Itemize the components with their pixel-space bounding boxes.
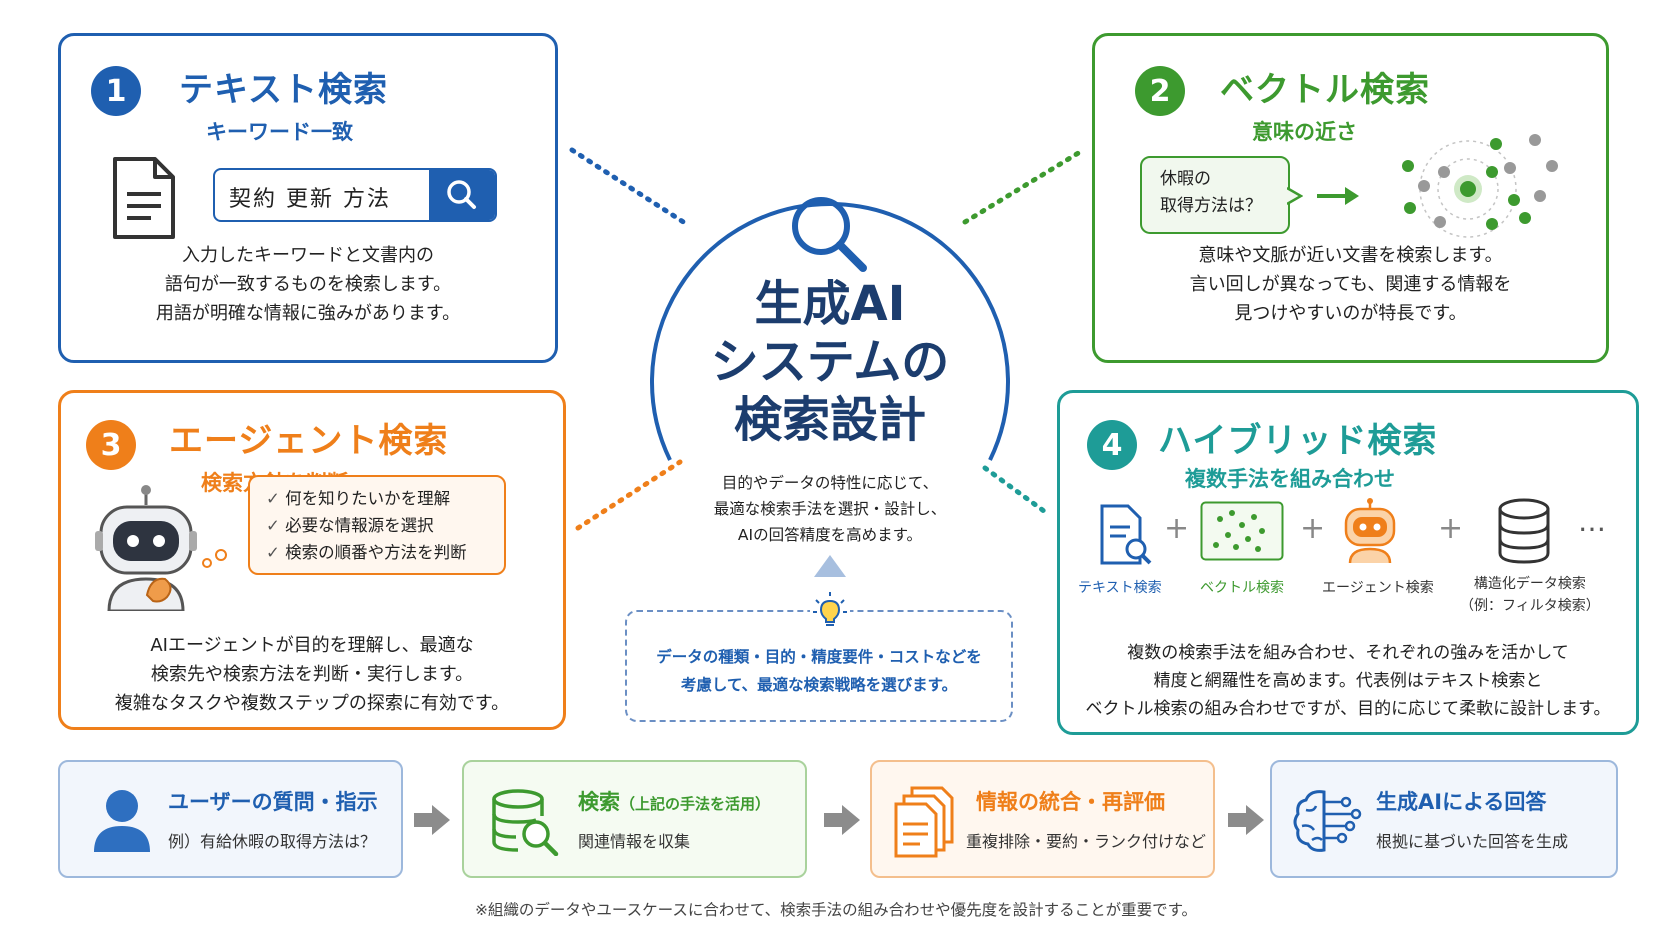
desc-line: 複数の検索手法を組み合わせ、それぞれの強みを活かして	[1127, 643, 1569, 663]
flow-step-title-main: 検索	[578, 790, 620, 814]
desc-line: 語句が一致するものを検索します。	[164, 274, 452, 295]
flow-step-search: 検索（上記の手法を活用） 関連情報を収集	[462, 760, 807, 878]
documents-stack-icon	[894, 786, 954, 858]
hybrid-item-line: 構造化データ検索	[1473, 576, 1586, 592]
flow-step-integrate: 情報の統合・再評価 重複排除・要約・ランク付けなど	[870, 760, 1215, 878]
arrow-right-icon	[1317, 187, 1359, 205]
document-icon	[113, 157, 175, 239]
text-search-doc-icon	[1100, 504, 1152, 565]
card-subtitle: 意味の近さ	[1252, 120, 1357, 144]
vector-cluster-icon	[1402, 134, 1558, 238]
query-line: 休暇の	[1160, 169, 1211, 189]
card-description: 入力したキーワードと文書内の 語句が一致するものを検索します。 用語が明確な情報…	[61, 241, 555, 328]
card-subtitle: キーワード一致	[206, 120, 353, 144]
database-icon	[1498, 498, 1550, 564]
flow-step-desc: 関連情報を収集	[578, 832, 691, 851]
desc-line: 用語が明確な情報に強みがあります。	[155, 303, 461, 324]
flow-step-title: 生成AIによる回答	[1376, 790, 1547, 814]
triangle-up-icon	[814, 555, 846, 577]
hybrid-item-vector: ベクトル検索	[1200, 580, 1284, 596]
card-description: AIエージェントが目的を理解し、最適な 検索先や検索方法を判断・実行します。 複…	[61, 631, 563, 718]
center-desc-line: 最適な検索手法を選択・設計し、	[713, 500, 947, 518]
tip-line: データの種類・目的・精度要件・コストなどを	[656, 648, 982, 666]
desc-line: 意味や文脈が近い文書を検索します。	[1198, 245, 1503, 266]
flow-arrow-icon	[1228, 805, 1264, 835]
hybrid-search-card: 4 ハイブリッド検索 複数手法を組み合わせ テキスト検索 + ベクトル検索 + …	[1057, 390, 1639, 735]
desc-line: ベクトル検索の組み合わせですが、目的に応じて柔軟に設計します。	[1085, 699, 1611, 719]
keyword-search-box[interactable]: 契約 更新 方法	[213, 168, 497, 222]
desc-line: 検索先や検索方法を判断・実行します。	[150, 664, 474, 685]
search-icon	[447, 180, 476, 209]
center-title-line: システムの	[710, 334, 950, 390]
text-search-card: 1 テキスト検索 キーワード一致 契約 更新 方法 入力したキーワードと文書内の…	[58, 33, 558, 363]
lightbulb-icon	[810, 590, 850, 630]
card-title: ハイブリッド検索	[1158, 421, 1438, 461]
thought-dots	[202, 549, 227, 568]
query-bubble: 休暇の 取得方法は？	[1140, 156, 1290, 234]
search-button[interactable]	[429, 170, 495, 220]
desc-line: AIエージェントが目的を理解し、最適な	[150, 635, 474, 656]
flow-step-desc: 根拠に基づいた回答を生成	[1376, 832, 1569, 851]
search-input-value: 契約 更新 方法	[229, 187, 391, 212]
center-desc-line: AIの回答精度を高めます。	[737, 526, 923, 544]
ai-brain-icon	[1293, 790, 1362, 852]
flow-step-title: 検索（上記の手法を活用）	[578, 786, 770, 816]
desc-line: 複雑なタスクや複数ステップの探索に有効です。	[114, 693, 510, 714]
flow-step-title-note: （上記の手法を活用）	[620, 795, 771, 813]
footnote: ※組織のデータやユースケースに合わせて、検索手法の組み合わせや優先度を設計するこ…	[474, 901, 1198, 919]
checklist-bubble: ✓ 何を知りたいかを理解 ✓ 必要な情報源を選択 ✓ 検索の順番や方法を判断	[248, 475, 506, 575]
card-number: 4	[1087, 420, 1137, 470]
checklist-item: ✓ 検索の順番や方法を判断	[266, 543, 467, 562]
flow-step-title: 情報の統合・再評価	[976, 790, 1165, 814]
card-title: テキスト検索	[179, 70, 388, 110]
desc-line: 言い回しが異なっても、関連する情報を	[1189, 274, 1512, 295]
card-description: 意味や文脈が近い文書を検索します。 言い回しが異なっても、関連する情報を 見つけ…	[1095, 241, 1606, 328]
flow-step-answer: 生成AIによる回答 根拠に基づいた回答を生成	[1270, 760, 1618, 878]
hybrid-item-text: テキスト検索	[1078, 580, 1162, 596]
hybrid-item-structured: 構造化データ検索 （例：フィルタ検索）	[1460, 573, 1600, 617]
desc-line: 見つけやすいのが特長です。	[1234, 303, 1467, 324]
hybrid-item-line: （例：フィルタ検索）	[1460, 598, 1600, 614]
plus-icon: +	[1164, 511, 1190, 546]
flow-step-question: ユーザーの質問・指示 例）有給休暇の取得方法は？	[58, 760, 403, 878]
card-number: 2	[1135, 66, 1185, 116]
tip-text: データの種類・目的・精度要件・コストなどを 考慮して、最適な検索戦略を選びます。	[625, 643, 1013, 699]
desc-line: 入力したキーワードと文書内の	[182, 245, 434, 266]
ellipsis-icon: …	[1578, 505, 1606, 538]
card-number: 1	[91, 66, 141, 116]
flow-step-desc: 重複排除・要約・ランク付けなど	[966, 832, 1207, 851]
flow-step-desc: 例）有給休暇の取得方法は？	[168, 832, 377, 851]
database-search-icon	[492, 789, 559, 856]
center-title: 生成AI システムの 検索設計	[660, 275, 1000, 449]
checklist-item: ✓ 何を知りたいかを理解	[266, 489, 451, 508]
flow-step-title: ユーザーの質問・指示	[168, 790, 378, 814]
flow-arrow-icon	[414, 805, 450, 835]
magnifier-icon	[792, 197, 867, 272]
robot-icon	[95, 485, 197, 611]
tip-line: 考慮して、最適な検索戦略を選びます。	[680, 676, 958, 694]
card-title: エージェント検索	[169, 421, 449, 461]
agent-robot-icon	[1344, 498, 1396, 564]
hybrid-item-agent: エージェント検索	[1322, 580, 1434, 596]
checklist-item: ✓ 必要な情報源を選択	[266, 516, 434, 535]
plus-icon: +	[1438, 511, 1464, 546]
vector-dots-icon	[1200, 501, 1284, 561]
flow-arrow-icon	[824, 805, 860, 835]
plus-icon: +	[1300, 511, 1326, 546]
desc-line: 精度と網羅性を高めます。代表例はテキスト検索と	[1153, 671, 1543, 691]
vector-search-card: 2 ベクトル検索 意味の近さ 休暇の 取得方法は？ 意味や文脈が近い文書を検索し…	[1092, 33, 1609, 363]
center-description: 目的やデータの特性に応じて、 最適な検索手法を選択・設計し、 AIの回答精度を高…	[660, 470, 1000, 548]
center-desc-line: 目的やデータの特性に応じて、	[721, 474, 939, 492]
center-title-line: 生成AI	[754, 276, 906, 332]
card-subtitle: 複数手法を組み合わせ	[1185, 467, 1395, 491]
card-title: ベクトル検索	[1220, 70, 1430, 110]
bubble-tail	[1287, 186, 1303, 206]
center-title-line: 検索設計	[733, 392, 926, 448]
agent-search-card: 3 エージェント検索 検索方針を判断 ✓ 何を知りたいかを理解 ✓ 必要な情報源…	[58, 390, 566, 730]
query-line: 取得方法は？	[1160, 196, 1262, 216]
card-description: 複数の検索手法を組み合わせ、それぞれの強みを活かして 精度と網羅性を高めます。代…	[1060, 639, 1636, 723]
card-number: 3	[86, 420, 136, 470]
user-icon	[94, 790, 150, 852]
